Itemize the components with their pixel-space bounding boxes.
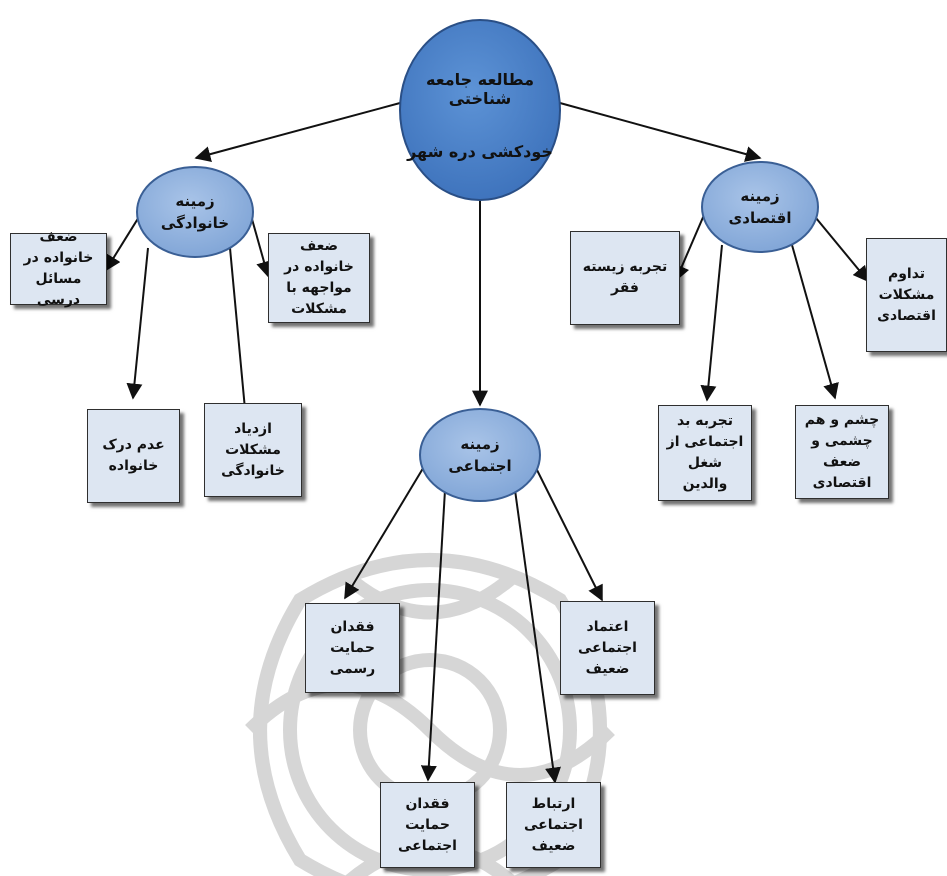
box-economic-poverty: تجربه زیسته فقر xyxy=(570,231,680,325)
economic-node-label: زمینه اقتصادی xyxy=(728,187,792,227)
root-line-1: مطالعه جامعه شناختی xyxy=(426,69,534,108)
box-social-trust: اعتماد اجتماعی ضعیف xyxy=(560,601,655,695)
edge-root-economic xyxy=(559,102,762,162)
family-node-circle xyxy=(136,166,254,258)
box-economic-parent-job: تجربه بد اجتماعی از شغل والدین xyxy=(658,405,752,501)
edge-family-problems xyxy=(229,247,253,422)
box-social-relation: ارتباط اجتماعی ضعیف xyxy=(506,782,601,868)
social-node-label: زمینه اجتماعی xyxy=(448,435,512,475)
box-family-no-understanding: عدم درک خانواده xyxy=(87,409,180,503)
root-line-2: خودکشی دره شهر xyxy=(407,141,553,161)
box-family-weak-problems: ضعف خانواده در مواجهه با مشکلات xyxy=(268,233,370,323)
root-node-circle xyxy=(399,19,561,201)
edge-social-support xyxy=(420,489,446,782)
edge-family-weak-problems xyxy=(249,211,272,278)
box-family-weak-education: ضعف خانواده در مسائل درسی xyxy=(10,229,107,308)
box-economic-envy: چشم و هم چشمی و ضعف اقتصادی xyxy=(795,405,889,499)
box-social-support: فقدان حمایت اجتماعی xyxy=(380,782,475,868)
edge-root-family xyxy=(194,102,401,162)
edge-social-relation xyxy=(514,489,561,784)
box-social-formal-support: فقدان حمایت رسمی xyxy=(305,603,400,693)
box-economic-ongoing: تداوم مشکلات اقتصادی xyxy=(866,238,947,352)
edge-social-formal-support xyxy=(344,459,429,600)
edge-economic-ongoing xyxy=(815,217,870,283)
edge-economic-poverty xyxy=(674,214,705,282)
edge-social-trust xyxy=(531,459,603,602)
edge-family-no-understanding xyxy=(126,247,149,400)
edge-family-weak-education xyxy=(105,211,143,272)
edge-economic-parent-job xyxy=(700,244,723,402)
family-node-label: زمینه خانوادگی xyxy=(160,192,230,232)
economic-node-circle xyxy=(701,161,819,253)
root-node-label: مطالعه جامعه شناختی خودکشی دره شهر xyxy=(405,55,555,175)
edge-economic-envy xyxy=(791,244,839,400)
box-family-problems: ازدیاد مشکلات خانوادگی xyxy=(204,403,302,497)
social-node-circle xyxy=(419,408,541,502)
